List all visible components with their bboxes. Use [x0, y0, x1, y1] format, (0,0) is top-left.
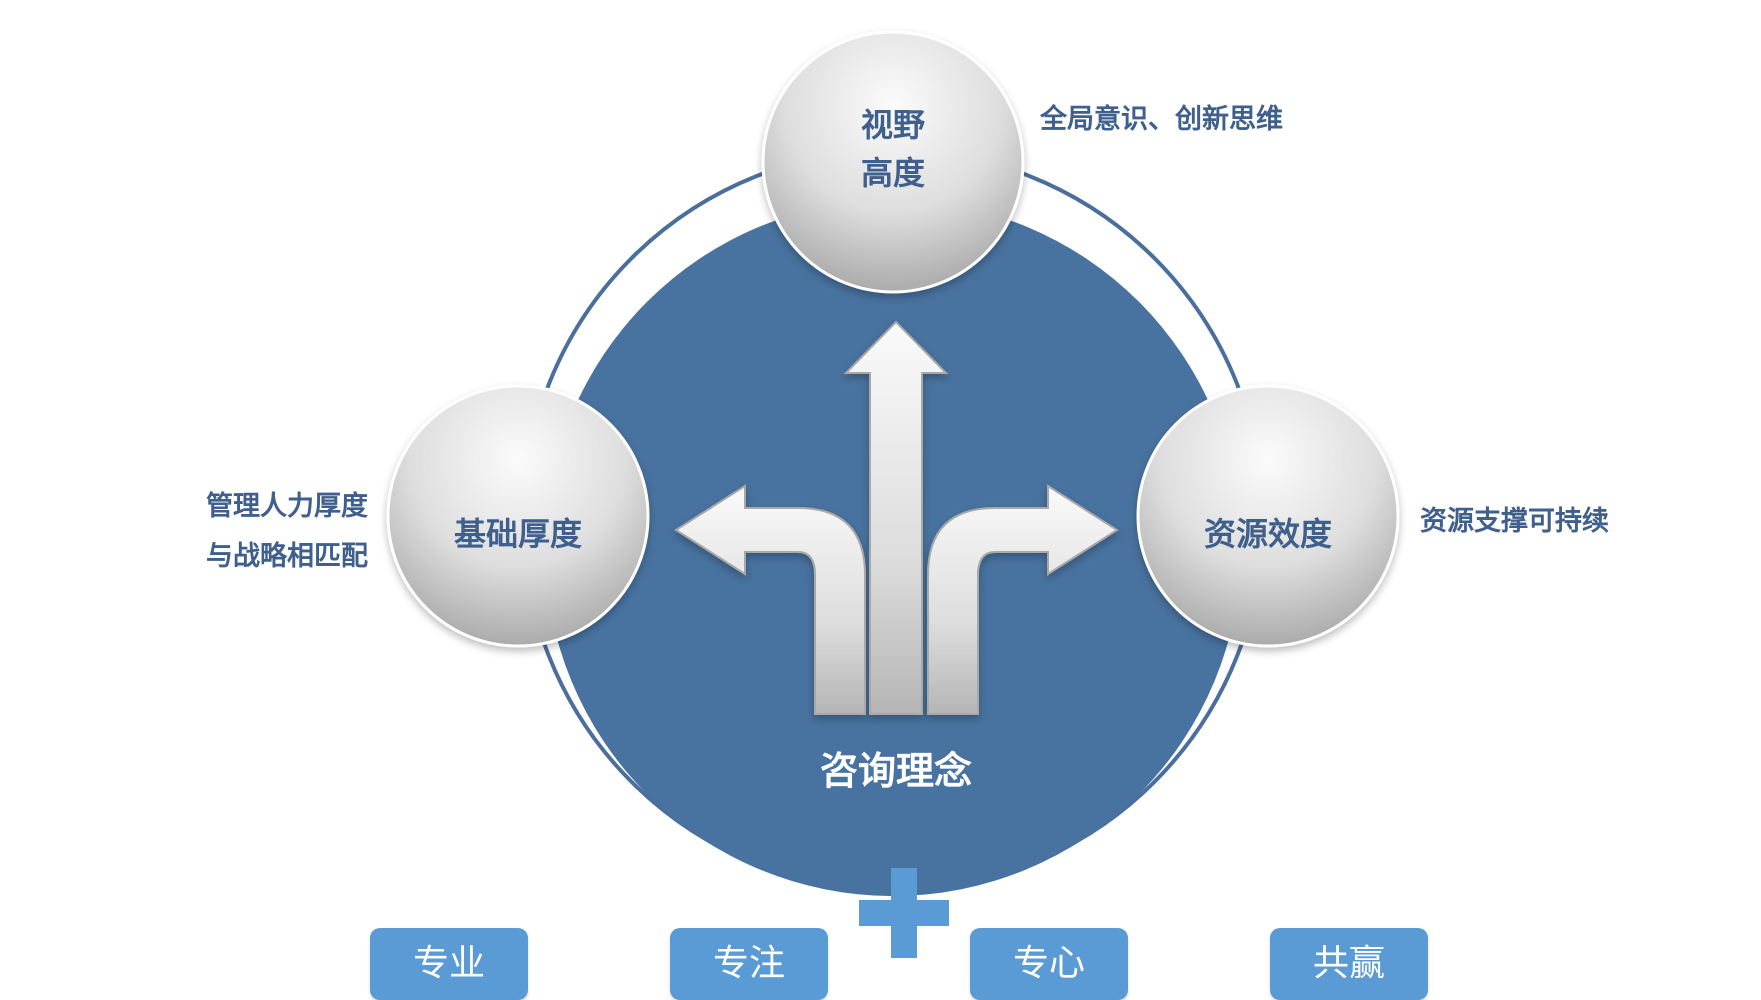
right-arrow: [927, 484, 1119, 715]
top-node-sphere: [761, 30, 1025, 294]
left-node-desc-line2: 与战略相匹配: [206, 540, 368, 572]
left-node-label: 基础厚度: [454, 515, 582, 553]
box-focus: 专注: [670, 928, 828, 1000]
left-node-sphere: [386, 384, 650, 648]
top-node-label-line2: 高度: [861, 154, 925, 192]
box-professional: 专业: [370, 928, 528, 1000]
center-label: 咨询理念: [820, 749, 972, 793]
right-node-sphere: [1136, 384, 1400, 648]
box-dedication: 专心: [970, 928, 1128, 1000]
right-node-label: 资源效度: [1204, 515, 1332, 553]
top-node-desc: 全局意识、创新思维: [1039, 103, 1283, 135]
top-node-label-line1: 视野: [861, 106, 925, 144]
box-win-win: 共赢: [1270, 928, 1428, 1000]
right-node-desc: 资源支撑可持续: [1420, 506, 1609, 537]
plus-icon: [859, 868, 949, 958]
left-node-desc-line1: 管理人力厚度: [206, 490, 368, 522]
direction-arrows-icon: [674, 320, 1119, 715]
up-arrow: [843, 320, 949, 715]
left-arrow: [674, 484, 866, 715]
